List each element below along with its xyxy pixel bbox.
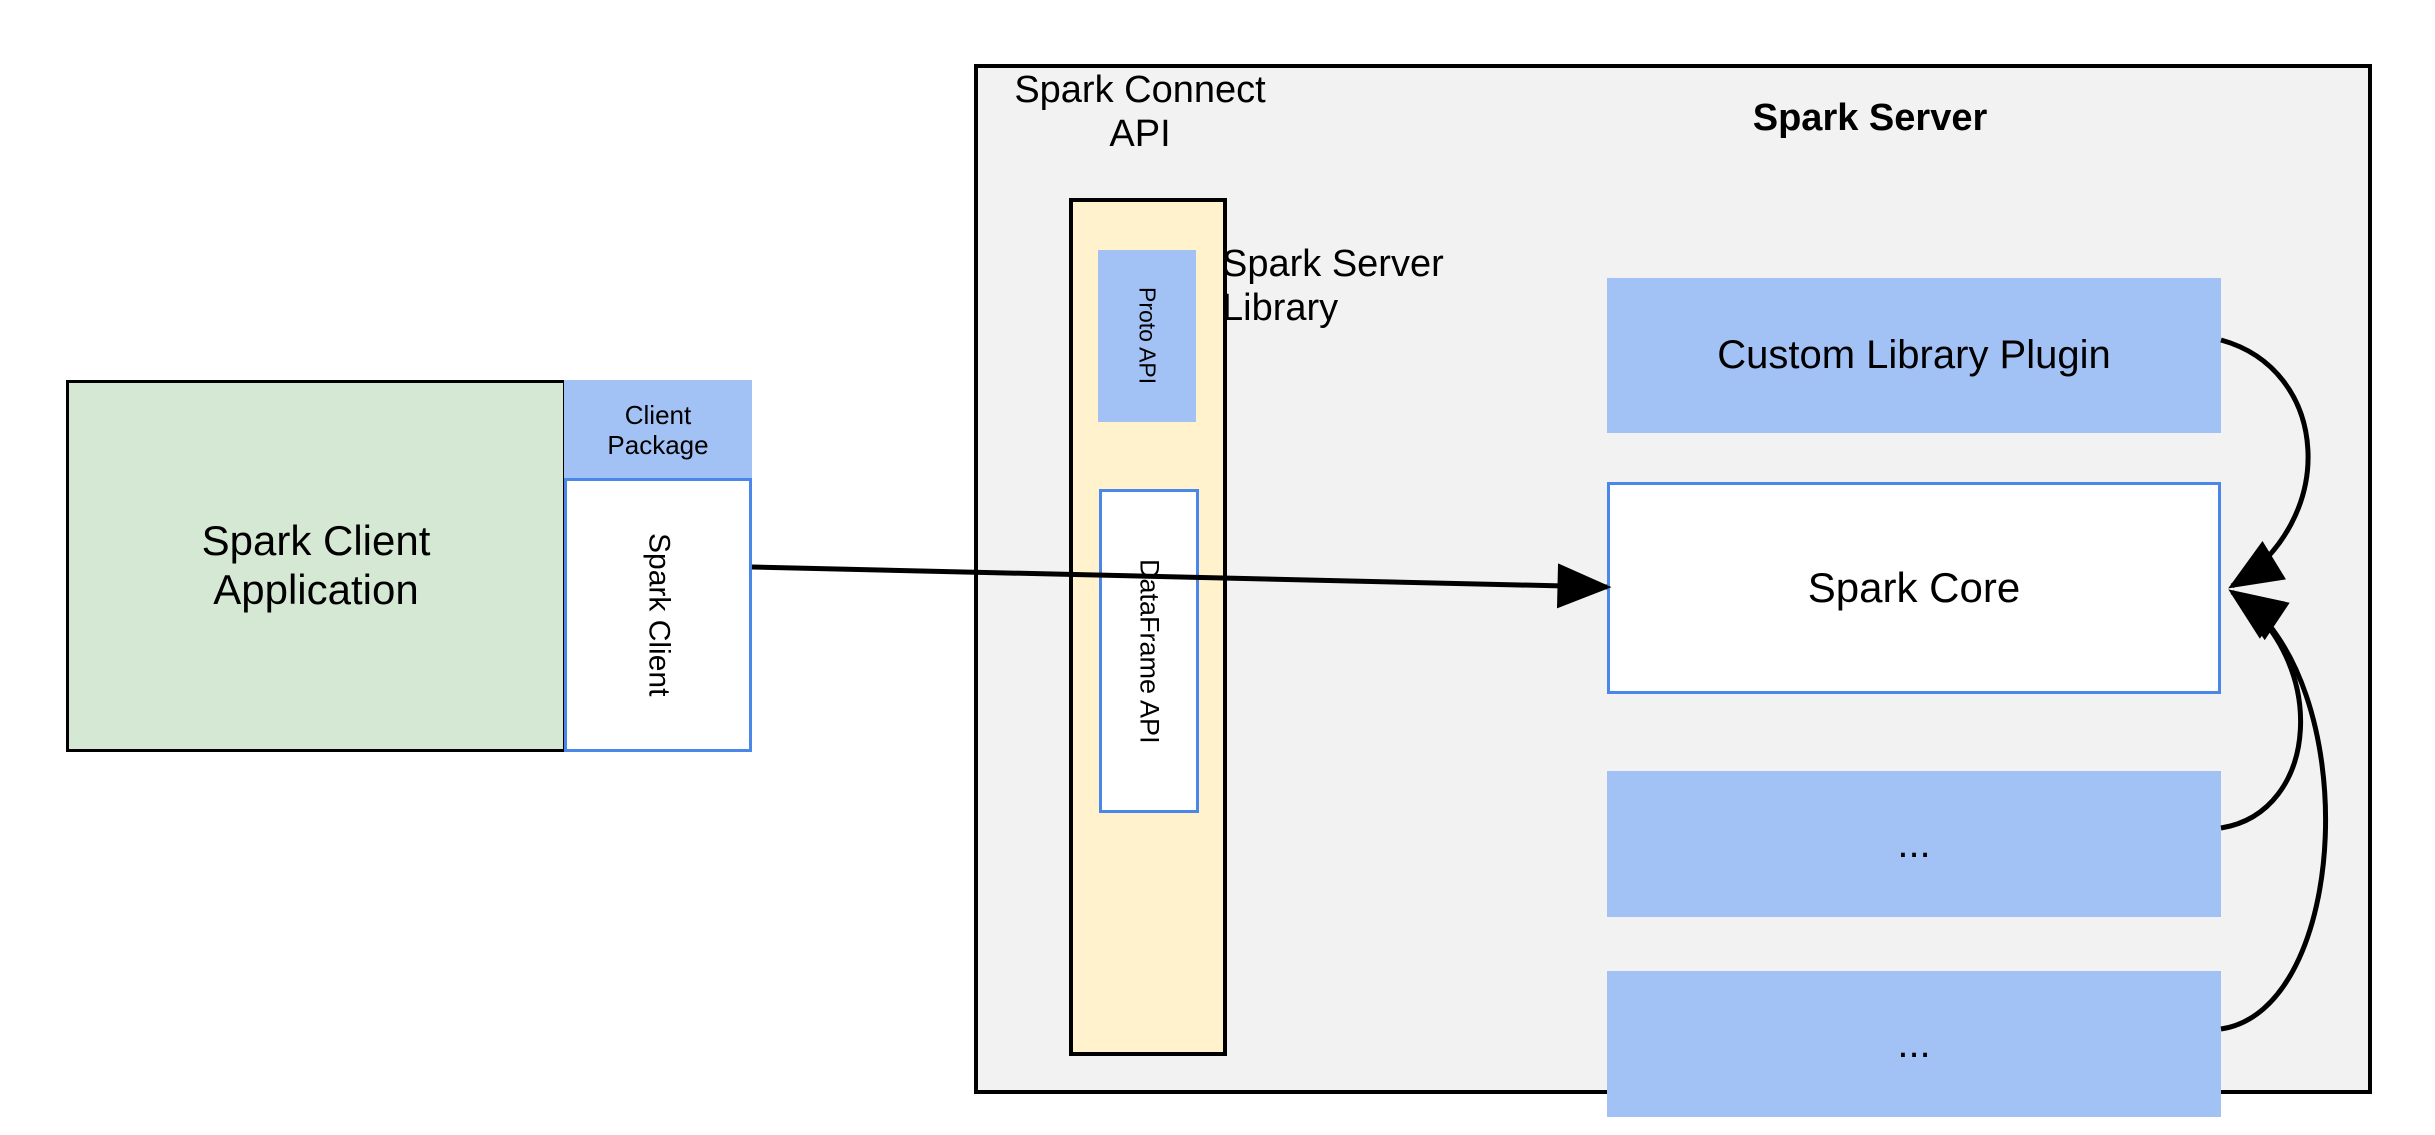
client-package-box: Client Package (564, 380, 752, 480)
proto-api-label: Proto API (1134, 287, 1161, 385)
spark-server-library-label: Spark Server Library (1222, 242, 1532, 332)
spark-client-box: Spark Client (564, 478, 752, 752)
client-package-label-line2: Package (607, 430, 709, 460)
client-package-label-line1: Client (624, 399, 692, 430)
spark-server-library-label-line2: Library (1222, 287, 1339, 330)
client-package-label: Client Package (607, 400, 708, 460)
spark-client-application-box: Spark Client Application (66, 380, 566, 752)
dataframe-api-label: DataFrame API (1134, 558, 1165, 744)
custom-library-plugin-label: Custom Library Plugin (1717, 333, 2111, 378)
spark-core-box: Spark Core (1607, 482, 2221, 694)
spark-connect-api-label: Spark Connect API (1000, 68, 1280, 158)
spark-server-library-label-line1: Spark Server (1222, 243, 1444, 285)
spark-core-label: Spark Core (1807, 563, 2021, 611)
spark-client-application-label: Spark Client Application (202, 517, 431, 614)
spark-client-label: Spark Client (642, 533, 676, 697)
proto-api-box: Proto API (1098, 250, 1196, 422)
custom-library-plugin-box: Custom Library Plugin (1607, 278, 2221, 433)
spark-server-title: Spark Server (1752, 96, 1988, 139)
dataframe-api-box: DataFrame API (1099, 489, 1199, 813)
ellipsis-box-2-label: ... (1897, 1021, 1931, 1066)
spark-client-application-label-line2: Application (213, 566, 419, 613)
spark-connect-api-label-line2: API (1109, 113, 1171, 156)
spark-connect-api-label-line1: Spark Connect (1014, 69, 1266, 111)
ellipsis-box-1: ... (1607, 771, 2221, 917)
ellipsis-box-2: ... (1607, 971, 2221, 1117)
spark-client-application-label-line1: Spark Client (201, 517, 431, 565)
ellipsis-box-1-label: ... (1897, 821, 1931, 866)
